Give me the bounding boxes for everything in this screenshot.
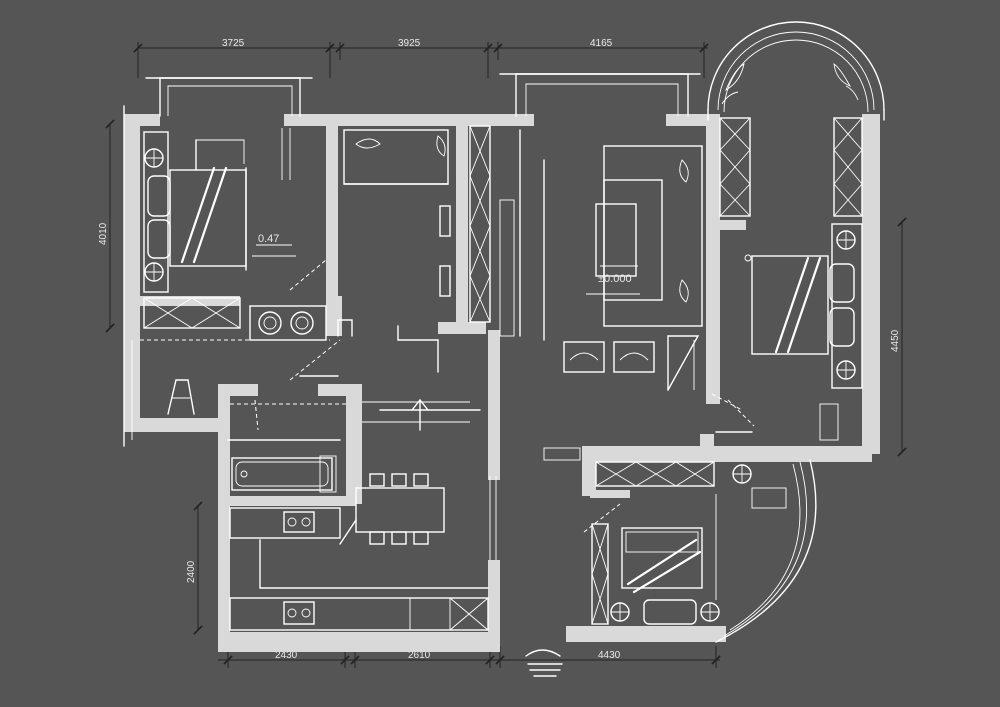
living-room: ±0.000	[519, 129, 755, 433]
top-dim-2: 3925	[398, 38, 421, 49]
bay-window-arc	[707, 21, 885, 643]
living-level-label: ±0.000	[598, 273, 632, 285]
left-dimension-chain: 4010 2400	[98, 119, 203, 635]
bedroom-2	[289, 125, 515, 381]
entrance-symbol	[525, 649, 563, 677]
top-dim-3: 4165	[590, 38, 613, 49]
hall-and-bath	[140, 305, 481, 493]
bottom-dim-3: 4430	[598, 650, 621, 661]
bedroom-1: 0.47	[143, 128, 327, 329]
bottom-dim-1: 2430	[275, 650, 298, 661]
windows	[123, 73, 701, 447]
bedroom-level-label: 0.47	[258, 233, 279, 245]
right-dim-1: 4450	[890, 329, 901, 352]
top-dimension-chain: 3725 3925 4165	[133, 38, 709, 78]
bottom-dim-2: 2610	[408, 650, 431, 661]
right-dimension-chain: 4450	[890, 217, 907, 457]
bedroom-3	[719, 117, 863, 441]
kitchen-dining	[229, 447, 581, 631]
bedroom-4	[583, 461, 787, 625]
left-dim-1: 4010	[98, 222, 109, 245]
walls	[124, 114, 880, 652]
top-dim-1: 3725	[222, 38, 245, 49]
left-dim-2: 2400	[186, 560, 197, 583]
